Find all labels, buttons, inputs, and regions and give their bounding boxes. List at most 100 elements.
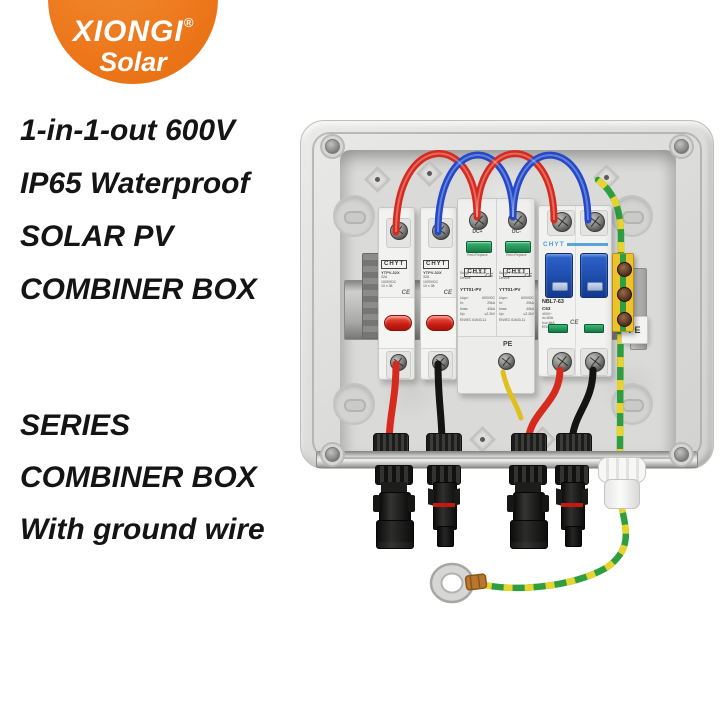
terminal-screw-icon (469, 211, 488, 230)
mc4-connector-female (373, 465, 415, 549)
ce-mark: CE (524, 273, 532, 279)
mc4-connector-male (554, 465, 590, 549)
subheadline-line-3: With ground wire (20, 513, 265, 546)
terminal-screw-icon (585, 352, 605, 372)
terminal-screw-icon (389, 222, 408, 240)
knockout-oval (333, 195, 375, 237)
ce-mark: CE (570, 320, 579, 326)
ring-terminal-hole (440, 572, 464, 594)
replace-indicator-label: Red=Replace (506, 253, 527, 257)
corner-screw-icon (674, 139, 689, 154)
corner-screw-icon (325, 139, 340, 154)
terminal-screw-icon (390, 354, 407, 371)
spd-status-window-green (504, 241, 531, 253)
brand-name: XIONGI® (72, 15, 194, 48)
ground-terminal-screw-icon (616, 262, 632, 277)
fuse-label: CHYT YTPV-32X 32A 1000VDC 10 x 38 CE (381, 252, 412, 296)
dc-plus-label: DC+ (472, 229, 483, 235)
circuit-breaker: CHYT NBL7-63 C63 400V~ In=63A Icu=6kA EN… (538, 205, 612, 377)
ce-mark: CE (401, 290, 410, 296)
headline-line-3: SOLAR PV (20, 220, 174, 253)
ring-terminal (429, 562, 475, 604)
ce-mark: CE (443, 290, 452, 296)
fuse-brand: CHYT (423, 260, 450, 269)
terminal-screw-icon (552, 352, 572, 372)
fuse-model: YTPV-32X (381, 270, 400, 275)
fuse-label: CHYT YTPV-32X 32A 1000VDC 10 x 38 CE (423, 252, 454, 296)
headline-block: 1-in-1-out 600V IP65 Waterproof SOLAR PV… (20, 104, 257, 316)
fuse-size: 10 x 38 (423, 284, 435, 289)
fuse-holder-1: CHYT YTPV-32X 32A 1000VDC 10 x 38 CE (378, 207, 415, 380)
terminal-screw-icon (432, 354, 449, 371)
registered-trademark-icon: ® (183, 15, 194, 30)
breaker-toggle-2 (580, 253, 608, 298)
ground-terminal-screw-icon (616, 287, 632, 302)
mc4-connector-female (507, 465, 549, 549)
fuse-size: 10 x 38 (381, 284, 393, 289)
terminal-screw-icon (508, 211, 527, 230)
knockout-oval (333, 383, 375, 425)
brand-line (566, 243, 608, 246)
fuse-volt: 1000VDC (381, 279, 397, 284)
ground-cable-gland (598, 457, 646, 509)
subheadline-block: SERIES COMBINER BOX With ground wire (20, 400, 265, 556)
mc4-connector-male (426, 465, 462, 549)
brand-tagline: Solar (99, 47, 167, 77)
terminal-screw-icon (552, 212, 572, 232)
subheadline-line-1: SERIES (20, 409, 131, 442)
subheadline-line-2: COMBINER BOX (20, 461, 257, 494)
spd-device-text: Surge Protective Device CE (460, 271, 493, 280)
breaker-icu: Icu=6kA (542, 320, 555, 325)
spd-specs: Ucpv:600VDC In:20kA Imax:40kA Up:≤2.2kV … (460, 296, 495, 322)
spd-module-dc-plus: DC+ Red=Replace CHYT Surge Protective De… (458, 199, 497, 336)
spd-status-window-green (465, 241, 492, 253)
spd-module-dc-minus: DC- Red=Replace CHYT Surge Protective De… (497, 199, 536, 336)
breaker-toggle-1 (545, 253, 573, 298)
ce-mark: CE (485, 273, 493, 279)
ground-terminal-screw-icon (616, 312, 632, 327)
spd-base: PE (458, 336, 534, 393)
ground-wire-stripe (479, 503, 630, 592)
breaker-status-window-green (584, 324, 604, 333)
combiner-box-photo: CHYT YTPV-32X 32A 1000VDC 10 x 38 CE CHY… (300, 120, 720, 720)
ground-terminal-block (612, 253, 634, 332)
headline-line-1: 1-in-1-out 600V (20, 114, 236, 147)
surge-protector: DC+ Red=Replace CHYT Surge Protective De… (457, 198, 535, 394)
spd-specs: Ucpv:600VDC In:20kA Imax:40kA Up:≤2.2kV … (499, 296, 534, 322)
knockout-oval (611, 383, 653, 425)
breaker-rating: C63 (542, 306, 551, 311)
fuse-status-window-red (383, 315, 412, 331)
replace-indicator-label: Red=Replace (467, 253, 488, 257)
fuse-amp: 32A (423, 275, 430, 279)
terminal-screw-icon (431, 222, 450, 240)
spd-pe-label: PE (503, 341, 513, 348)
breaker-status-window-green (548, 324, 568, 333)
spd-device-text: Surge Protective Device CE (499, 271, 532, 280)
corner-screw-icon (325, 447, 340, 462)
fuse-volt: 1000VDC (423, 279, 439, 284)
headline-line-4: COMBINER BOX (20, 273, 257, 306)
fuse-window-cover (379, 297, 414, 349)
spd-brand: CHYT (458, 260, 497, 278)
fuse-brand: CHYT (381, 260, 408, 269)
dc-minus-label: DC- (512, 229, 521, 235)
pole-divider (575, 206, 576, 376)
breaker-brand: CHYT (543, 240, 608, 249)
fuse-holder-2: CHYT YTPV-32X 32A 1000VDC 10 x 38 CE (420, 207, 457, 380)
breaker-label: NBL7-63 C63 400V~ In=63A Icu=6kA EN/IEC … (542, 299, 608, 343)
brand-logo: XIONGI® Solar (48, 0, 218, 84)
terminal-screw-icon (585, 212, 605, 232)
spd-brand: CHYT (497, 260, 536, 278)
spd-model: YTT01-PV (499, 287, 521, 292)
spd-model: YTT01-PV (460, 287, 482, 292)
corner-screw-icon (674, 447, 689, 462)
fuse-window-cover (421, 297, 456, 349)
headline-line-2: IP65 Waterproof (20, 167, 250, 200)
module-divider (496, 199, 497, 336)
pe-terminal-screw-icon (498, 353, 515, 370)
fuse-status-window-red (425, 315, 454, 331)
breaker-model: NBL7-63 (542, 299, 564, 305)
crimp-ferrule (464, 573, 488, 591)
fuse-amp: 32A (381, 275, 388, 279)
